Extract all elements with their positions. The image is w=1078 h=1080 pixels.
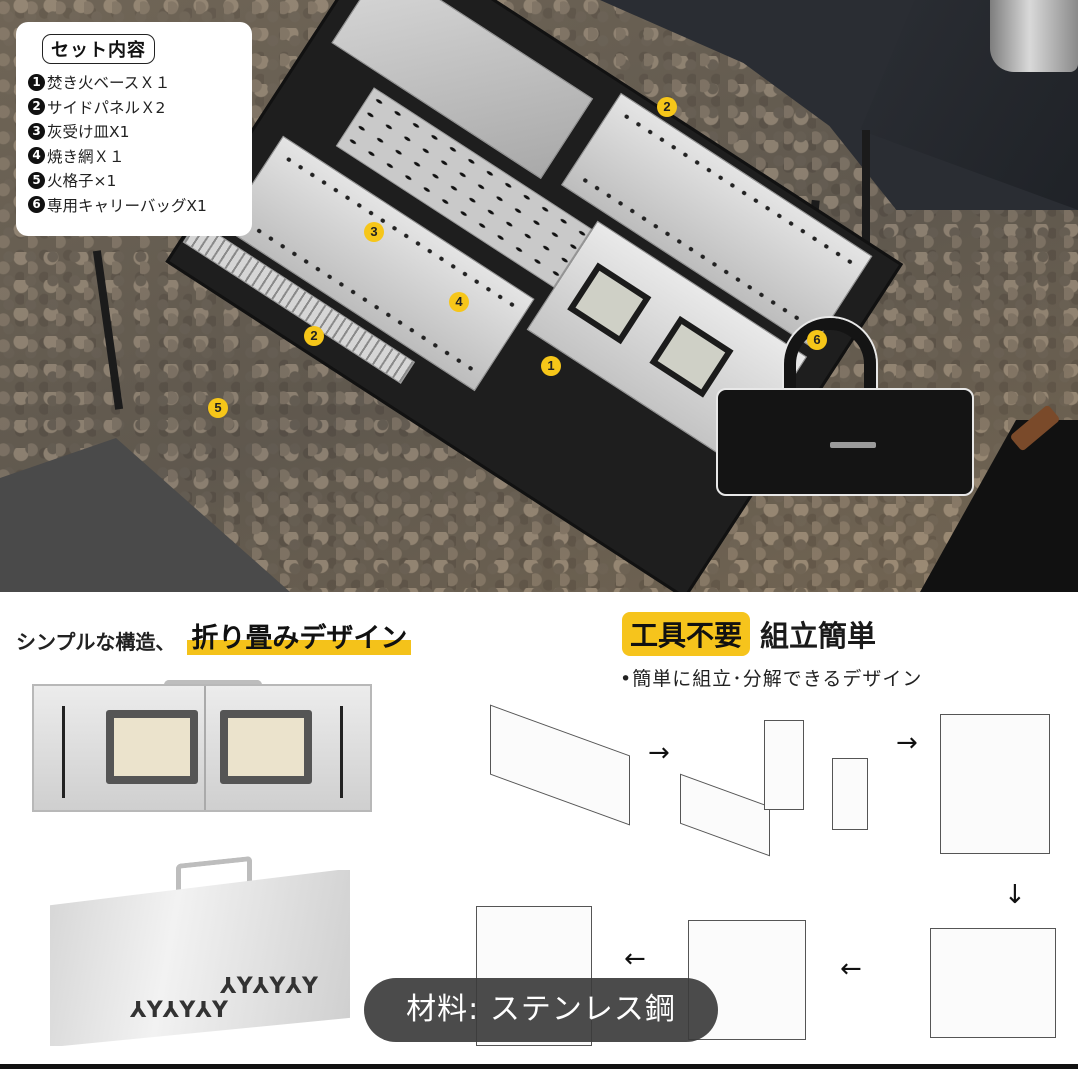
easy-assembly-title: 組立簡単 — [760, 619, 877, 653]
label-badge-grill-net: 4 — [449, 292, 469, 312]
y-vent-icon: ⅄Y⅄Y⅄Y — [220, 974, 318, 999]
set-contents-card: セット内容 1 焚き火ベースＸ１ 2 サイドパネルＸ2 3 灰受け皿X1 4 焼… — [16, 22, 252, 236]
kettle — [990, 0, 1078, 72]
table-leg — [862, 130, 870, 300]
diagram-step-3 — [940, 714, 1050, 854]
heading-highlight: 折り畳みデザイン — [187, 616, 412, 655]
side-slit — [62, 706, 65, 798]
side-slit — [340, 706, 343, 798]
tool-free-tag: 工具不要 — [622, 612, 751, 656]
legend-item: 2 サイドパネルＸ2 — [28, 95, 240, 120]
tool-free-heading: 工具不要 組立簡単 — [622, 612, 876, 656]
heat-window — [106, 710, 198, 784]
set-contents-title: セット内容 — [42, 34, 155, 64]
grill-open-view — [32, 684, 372, 812]
label-badge-fire-grate: 5 — [208, 398, 228, 418]
arrow-right-icon: → — [896, 728, 918, 758]
label-badge-side-panel-top: 2 — [657, 97, 677, 117]
product-photo: 2 3 4 2 1 5 6 セット内容 1 焚き火ベースＸ１ 2 サイドパネルＸ… — [0, 0, 1078, 592]
bottom-divider — [0, 1064, 1078, 1069]
y-vent-icon: ⅄Y⅄Y⅄Y — [130, 998, 228, 1023]
diagram-step-2-side — [832, 758, 868, 830]
number-circle-icon: 1 — [28, 73, 45, 91]
legend-item: 6 専用キャリーバッグX1 — [28, 193, 240, 218]
heading-plain: シンプルな構造、 — [16, 630, 176, 654]
legend-item-label: 専用キャリーバッグX1 — [47, 196, 207, 215]
diagram-step-2-side — [764, 720, 804, 810]
label-badge-side-panel-bottom: 2 — [304, 326, 324, 346]
bag-logo — [830, 442, 876, 448]
arrow-right-icon: → — [648, 738, 670, 768]
number-circle-icon: 2 — [28, 98, 45, 116]
legend-item: 1 焚き火ベースＸ１ — [28, 70, 240, 95]
diagram-step-4 — [930, 928, 1056, 1038]
legend-item-label: 焼き網Ｘ１ — [47, 147, 125, 166]
number-circle-icon: 3 — [28, 122, 45, 140]
folding-design-heading: シンプルな構造、 折り畳みデザイン — [16, 616, 412, 655]
legend-item-label: 焚き火ベースＸ１ — [47, 74, 171, 93]
material-badge: 材料: ステンレス鋼 — [364, 978, 718, 1042]
arrow-left-icon: ← — [840, 954, 862, 984]
number-circle-icon: 6 — [28, 196, 45, 214]
label-badge-base: 1 — [541, 356, 561, 376]
diagram-step-2-panel — [680, 773, 770, 857]
legend-item-label: サイドパネルＸ2 — [47, 98, 166, 117]
grill-closed-view: ⅄Y⅄Y⅄Y ⅄Y⅄Y⅄Y — [50, 870, 350, 1046]
arrow-down-icon: ↓ — [1004, 880, 1026, 910]
label-badge-ash-tray: 3 — [364, 222, 384, 242]
legend-item: 5 火格子×1 — [28, 168, 240, 193]
label-badge-carry-bag: 6 — [807, 330, 827, 350]
legend-item-label: 火格子×1 — [47, 172, 117, 191]
legend-item: 4 焼き網Ｘ１ — [28, 144, 240, 169]
legend-item-label: 灰受け皿X1 — [47, 123, 130, 142]
diagram-step-1 — [490, 704, 630, 826]
legend-item: 3 灰受け皿X1 — [28, 119, 240, 144]
number-circle-icon: 4 — [28, 147, 45, 165]
arrow-left-icon: ← — [624, 944, 646, 974]
window — [567, 262, 652, 345]
window — [649, 315, 734, 398]
fold-line — [204, 686, 206, 810]
heat-window — [220, 710, 312, 784]
number-circle-icon: 5 — [28, 171, 45, 189]
assembly-subtitle: •簡単に組立･分解できるデザイン — [620, 668, 923, 690]
